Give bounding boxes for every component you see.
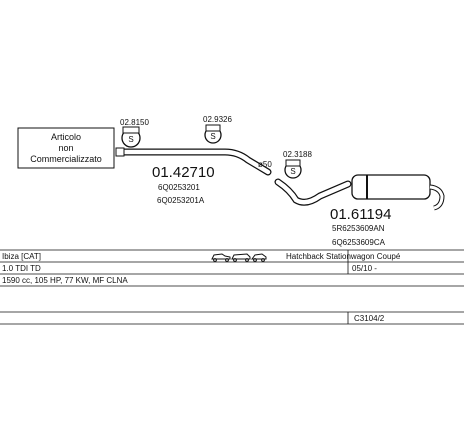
clamp-middle-code: 02.9326 (203, 115, 232, 124)
pipe-clamp-icon: S (121, 126, 141, 148)
clamp-left: 02.8150 S (120, 118, 149, 148)
clamp-middle: 02.9326 S (203, 115, 232, 144)
vehicle-table (0, 249, 464, 325)
svg-text:S: S (210, 132, 215, 141)
front-part-number: 01.42710 (152, 164, 215, 181)
note-line-3: Commercializzato (30, 154, 102, 164)
rear-part-oem-2: 6Q6253609CA (332, 238, 386, 247)
pipe-diameter: ø50 (258, 160, 272, 169)
rear-muffler (351, 174, 445, 211)
svg-text:S: S (290, 167, 295, 176)
vehicle-engine: 1.0 TDI TD (2, 264, 41, 273)
front-pipe (115, 147, 272, 176)
pipe-clamp-icon: S (204, 124, 222, 144)
note-line-2: non (58, 143, 73, 153)
front-part-oem-2: 6Q0253201A (157, 196, 205, 205)
article-note-box: Articolo non Commercializzato (17, 127, 115, 169)
front-part-labels: 01.42710 6Q0253201 6Q0253201A (152, 164, 215, 205)
svg-text:S: S (128, 135, 133, 144)
rear-part-number: 01.61194 (330, 206, 391, 223)
vehicle-dates: 05/10 - (352, 264, 377, 273)
rear-part-oem-1: 5R6253609AN (332, 224, 385, 233)
vehicle-model: Ibiza [CAT] (2, 252, 41, 261)
pipe-clamp-icon: S (284, 159, 302, 179)
front-part-oem-1: 6Q0253201 (158, 183, 200, 192)
clamp-left-code: 02.8150 (120, 118, 149, 127)
clamp-right-code: 02.3188 (283, 150, 312, 159)
clamp-right: 02.3188 S (283, 150, 312, 179)
rear-part-labels: 01.61194 5R6253609AN 6Q6253609CA (330, 206, 391, 247)
vehicle-spec: 1590 cc, 105 HP, 77 KW, MF CLNA (2, 276, 128, 285)
vehicle-body-types: Hatchback Stationwagon Coupé (286, 252, 401, 261)
rear-pipe (274, 178, 352, 206)
note-line-1: Articolo (51, 132, 81, 142)
car-silhouettes-icon (211, 253, 267, 262)
diagram-code: C3104/2 (354, 314, 385, 323)
